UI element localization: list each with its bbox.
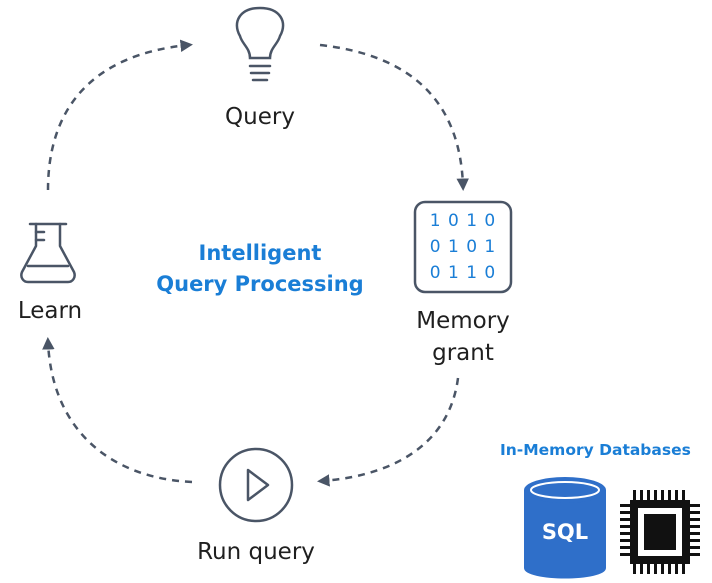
arrow-learn-to-query bbox=[46, 39, 193, 191]
chip-icon bbox=[620, 490, 700, 574]
in-memory-databases-title: In-Memory Databases bbox=[500, 441, 691, 459]
memory-grant-label-line2: grant bbox=[432, 340, 494, 366]
query-label: Query bbox=[225, 104, 295, 130]
arrow-memory-to-run bbox=[317, 377, 460, 487]
center-title-line2: Query Processing bbox=[156, 272, 364, 296]
flask-icon bbox=[20, 222, 76, 284]
binary-row: 1 0 1 0 bbox=[429, 211, 497, 231]
binary-row: 0 1 0 1 bbox=[429, 237, 497, 257]
run-query-label: Run query bbox=[197, 539, 315, 565]
learn-label: Learn bbox=[17, 298, 83, 324]
sql-database-icon bbox=[524, 477, 606, 579]
play-icon bbox=[218, 447, 294, 523]
arrow-run-to-learn bbox=[42, 337, 193, 484]
binary-row: 0 1 1 0 bbox=[429, 263, 497, 283]
arrow-query-to-memory bbox=[319, 43, 469, 191]
center-title-line1: Intelligent bbox=[198, 241, 322, 265]
memory-grant-label-line1: Memory bbox=[416, 308, 510, 334]
binary-grid-icon bbox=[413, 200, 513, 294]
lightbulb-icon bbox=[235, 6, 285, 82]
binary-digits: 1 0 1 0 0 1 0 1 0 1 1 0 bbox=[415, 208, 511, 286]
sql-label: SQL bbox=[541, 520, 589, 544]
